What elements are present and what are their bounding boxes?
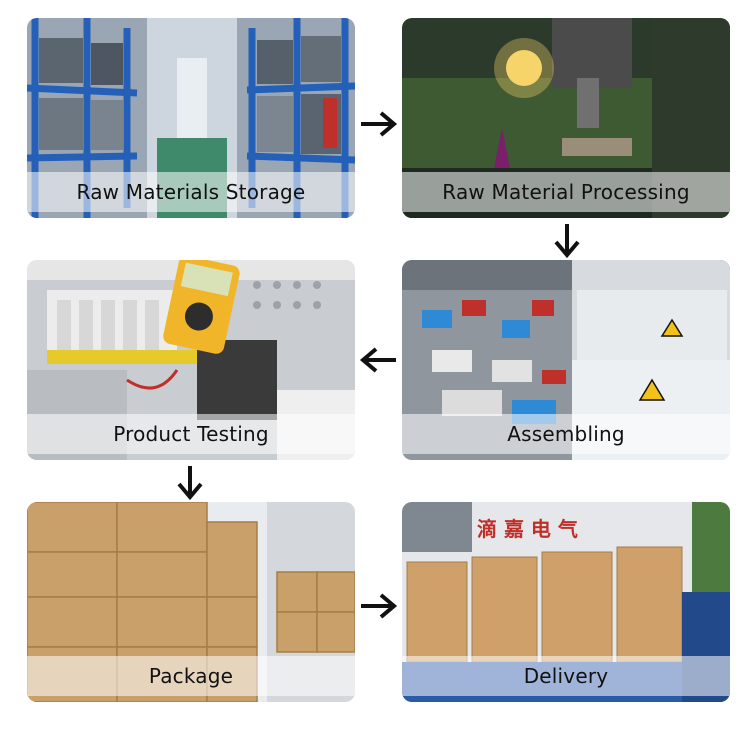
- step-label: Package: [27, 656, 355, 696]
- building-sign-text: 滴 嘉 电 气: [477, 517, 578, 541]
- step-card-assembling: Assembling: [402, 260, 730, 460]
- step-card-package: Package: [27, 502, 355, 702]
- arrow-down-icon: [177, 466, 203, 501]
- step-label: Raw Materials Storage: [27, 172, 355, 212]
- step-card-delivery: 滴 嘉 电 气 Delivery: [402, 502, 730, 702]
- arrow-right-icon: [361, 111, 398, 137]
- arrow-down-icon: [554, 224, 580, 259]
- step-label: Product Testing: [27, 414, 355, 454]
- step-label: Delivery: [402, 656, 730, 696]
- step-card-raw-materials-storage: Raw Materials Storage: [27, 18, 355, 218]
- step-card-raw-material-processing: Raw Material Processing: [402, 18, 730, 218]
- step-card-product-testing: Product Testing: [27, 260, 355, 460]
- step-label: Raw Material Processing: [402, 172, 730, 212]
- step-label: Assembling: [402, 414, 730, 454]
- arrow-right-icon: [361, 593, 398, 619]
- arrow-left-icon: [359, 347, 396, 373]
